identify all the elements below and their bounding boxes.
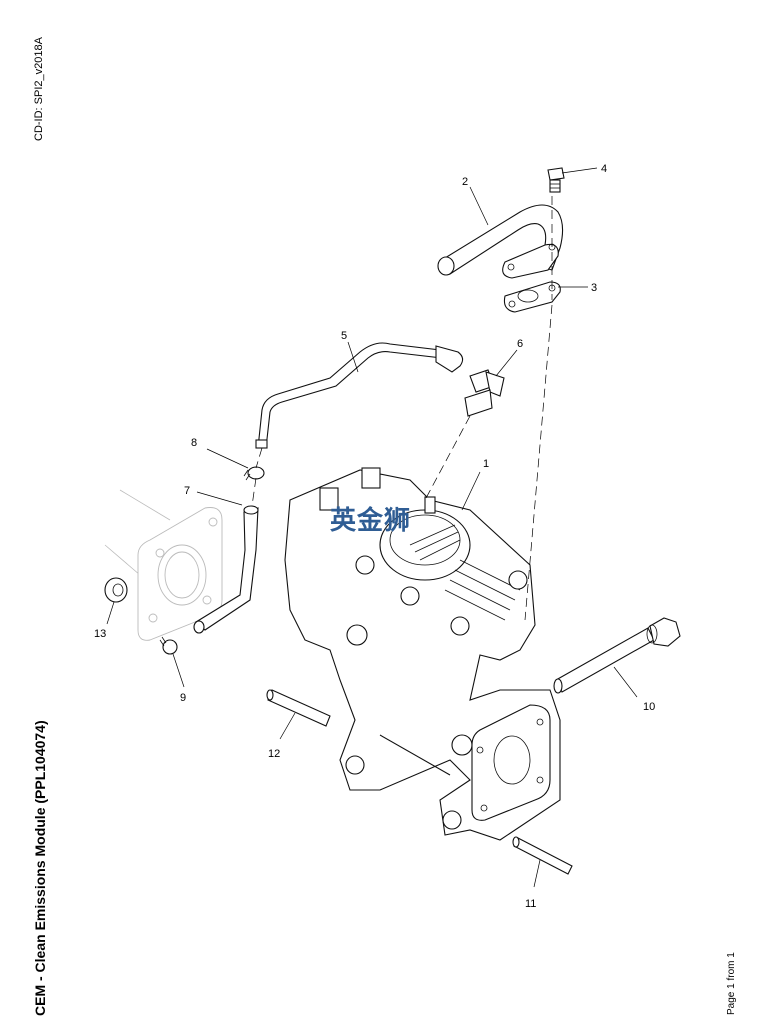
callout-8: 8 (191, 437, 197, 449)
callout-2: 2 (462, 176, 468, 188)
callout-4: 4 (601, 163, 607, 175)
part-1-cem-module (284, 467, 561, 841)
leader-lines (106, 167, 638, 888)
callout-9: 9 (180, 692, 186, 704)
part-4-bolt (547, 167, 565, 193)
ghost-flange (104, 489, 223, 641)
callout-7: 7 (184, 485, 190, 497)
callout-6: 6 (517, 338, 523, 350)
callout-1: 1 (483, 458, 489, 470)
callout-3: 3 (591, 282, 597, 294)
part-10-long-bolt (553, 617, 681, 694)
assembly-lines (251, 196, 553, 621)
part-12-stud (266, 689, 331, 727)
callout-10: 10 (643, 701, 655, 713)
part-7-hose (193, 505, 259, 634)
callout-labels: 1 2 3 4 5 6 7 8 9 10 11 12 13 (94, 163, 655, 910)
part-6-sensor (464, 369, 505, 417)
watermark-logo: 英金狮 (330, 506, 412, 536)
callout-13: 13 (94, 628, 106, 640)
part-8-clamp (243, 466, 265, 481)
callout-11: 11 (525, 898, 536, 910)
part-2-pipe (437, 204, 564, 279)
part-11-stud (512, 836, 573, 875)
part-5-tube (255, 342, 464, 449)
callout-12: 12 (268, 748, 280, 760)
part-13-nut (104, 577, 128, 603)
callout-5: 5 (341, 330, 347, 342)
part-9-clamp (159, 636, 178, 655)
